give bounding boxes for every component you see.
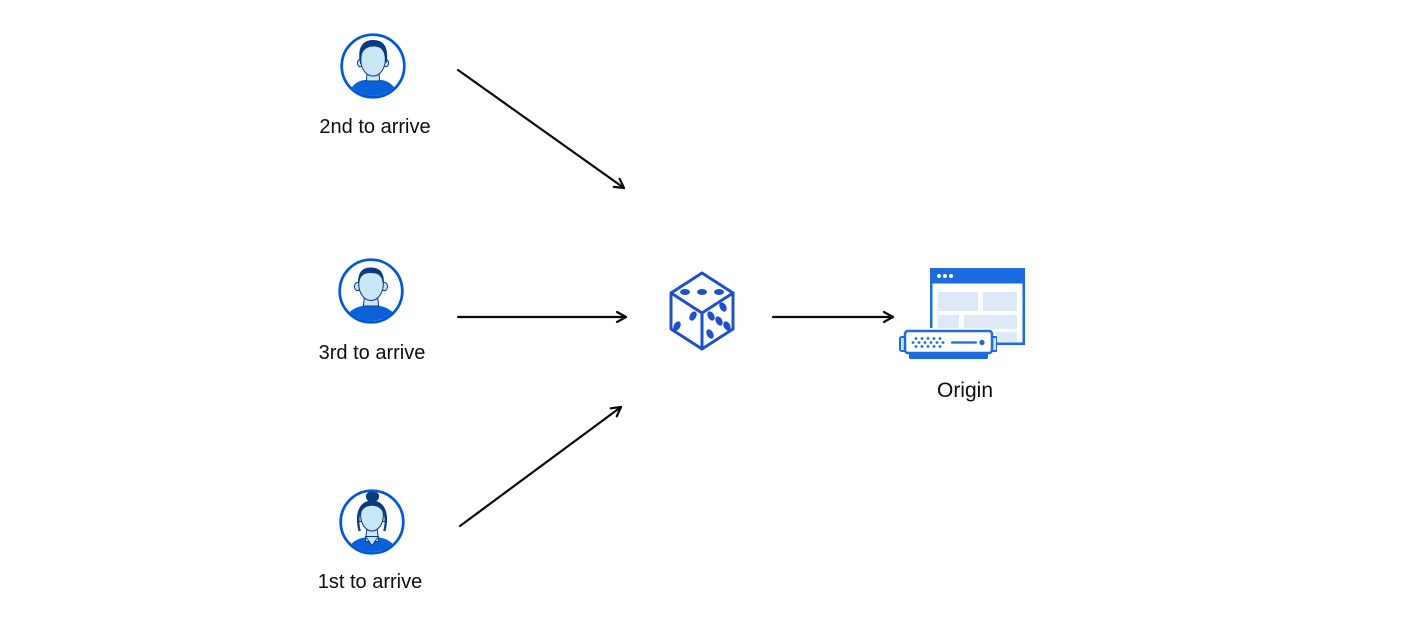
visitor-2nd-label: 2nd to arrive [319,116,431,138]
visitor-2nd-node [340,33,406,99]
arrow-2nd-visitor-to-dice [456,68,626,190]
visitor-3rd-node [338,258,404,324]
man-avatar-icon [340,33,406,99]
visitor-1st-label: 1st to arrive [317,571,423,593]
arrow-1st-visitor-to-dice [458,405,623,528]
visitor-3rd-label: 3rd to arrive [318,342,426,364]
visitor-1st-node [339,489,405,555]
man-flattop-avatar-icon [338,258,404,324]
server-icon [897,328,997,361]
server-indicator-light [979,339,985,346]
origin-label: Origin [936,379,994,402]
dice-icon [669,271,735,351]
dice-node [666,266,740,354]
origin-server [897,327,997,361]
server-vent-dots [911,337,945,348]
woman-bun-avatar-icon [339,489,405,555]
